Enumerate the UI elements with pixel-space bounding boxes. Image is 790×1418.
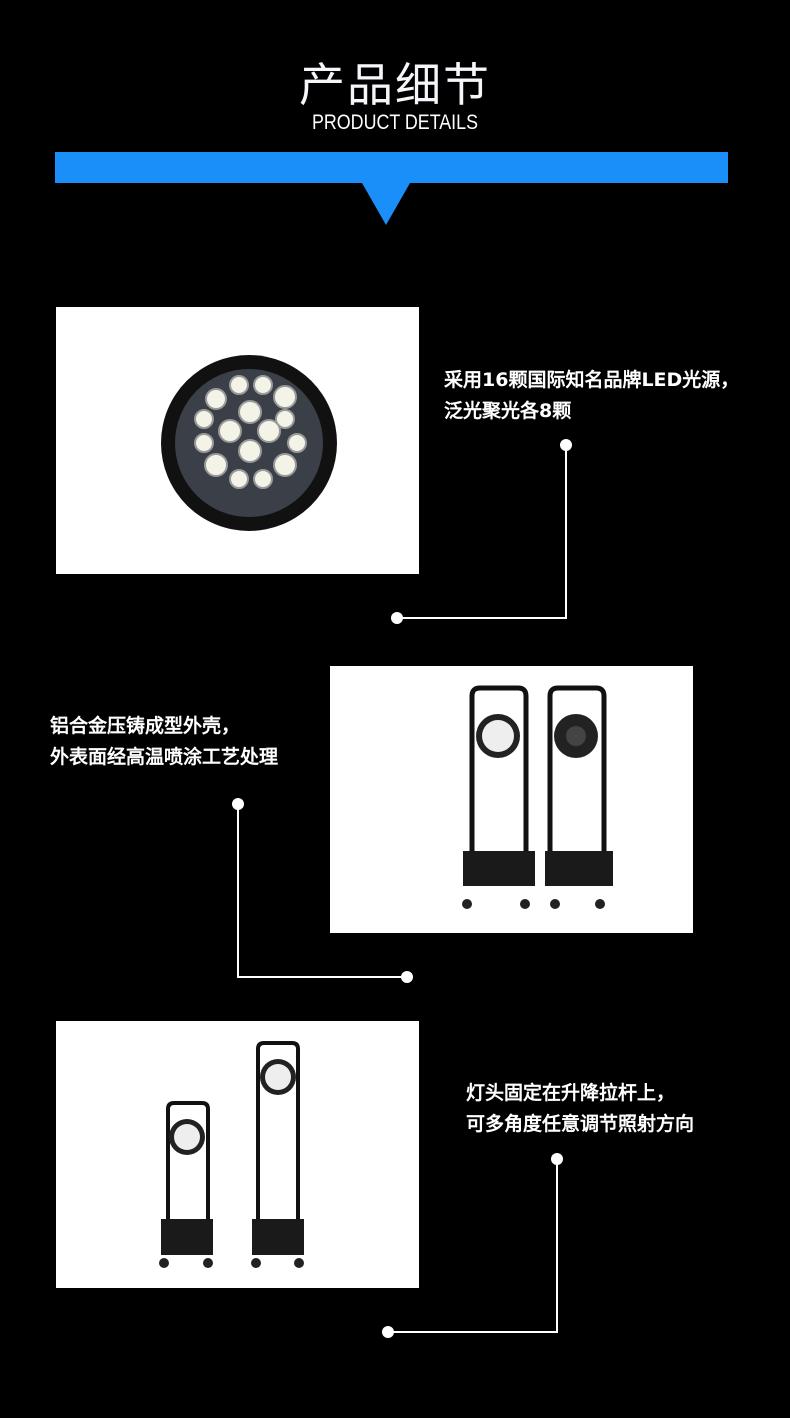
led-lamp-head-icon bbox=[161, 355, 337, 531]
connector-line bbox=[237, 804, 239, 977]
telescoping-lamp-icon bbox=[159, 1041, 304, 1268]
page-title: 产品细节 bbox=[299, 58, 491, 112]
caption-line: 铝合金压铸成型外壳， bbox=[50, 715, 241, 737]
caption-line: 外表面经高温喷涂工艺处理 bbox=[50, 746, 279, 768]
header-divider-bar bbox=[55, 152, 728, 183]
connector-dot bbox=[391, 612, 403, 624]
work-lamp-stand-icon bbox=[462, 685, 613, 909]
caption-line: 可多角度任意调节照射方向 bbox=[466, 1113, 695, 1135]
caption-line: 采用16颗国际知名品牌LED光源， bbox=[444, 369, 740, 391]
lamp-height-photo bbox=[56, 1021, 419, 1288]
page-subtitle: PRODUCT DETAILS bbox=[312, 111, 478, 134]
connector-dot bbox=[382, 1326, 394, 1338]
lamp-head-photo bbox=[56, 307, 419, 574]
caption-line: 泛光聚光各8颗 bbox=[444, 400, 572, 422]
connector-line bbox=[388, 1331, 558, 1333]
feature-caption-2: 铝合金压铸成型外壳， 外表面经高温喷涂工艺处理 bbox=[50, 711, 278, 773]
down-arrow-icon bbox=[362, 183, 410, 225]
connector-line bbox=[565, 445, 567, 618]
connector-line bbox=[397, 617, 567, 619]
feature-caption-1: 采用16颗国际知名品牌LED光源， 泛光聚光各8颗 bbox=[444, 365, 739, 427]
connector-dot bbox=[401, 971, 413, 983]
connector-line bbox=[237, 976, 407, 978]
caption-line: 灯头固定在升降拉杆上， bbox=[466, 1082, 676, 1104]
feature-caption-3: 灯头固定在升降拉杆上， 可多角度任意调节照射方向 bbox=[466, 1078, 694, 1140]
connector-line bbox=[556, 1159, 558, 1332]
lamp-front-back-photo bbox=[330, 666, 693, 933]
